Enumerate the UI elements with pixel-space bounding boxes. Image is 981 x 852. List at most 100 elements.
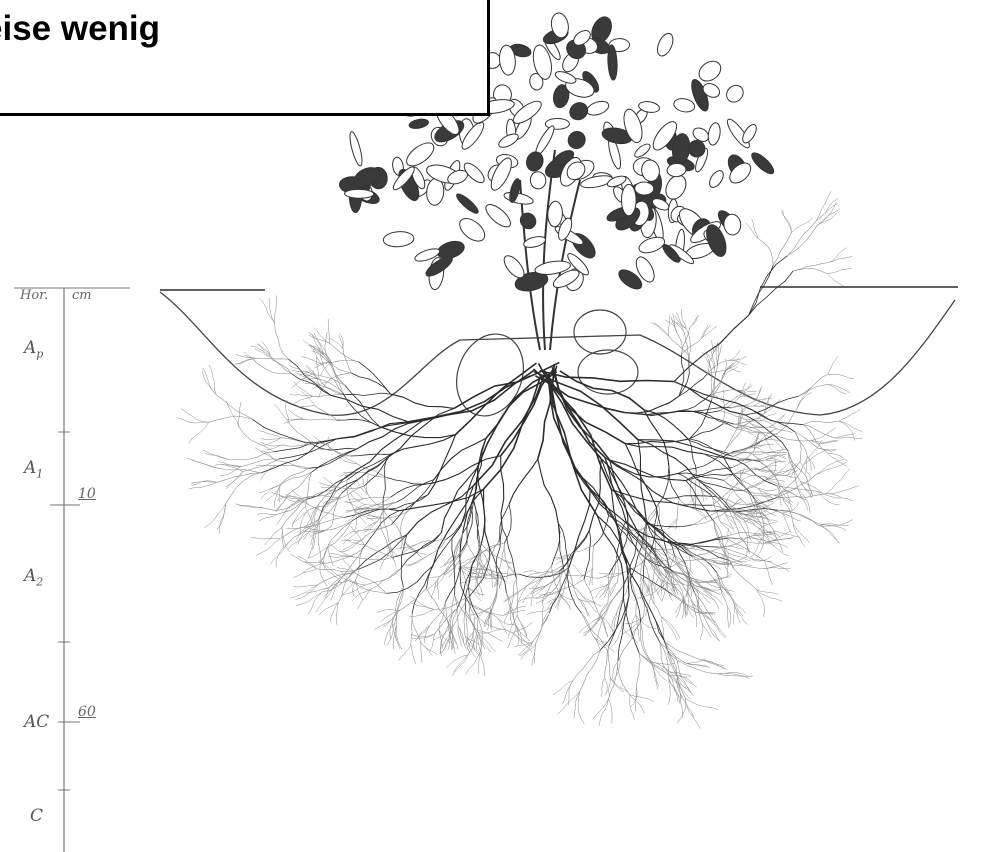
leaf bbox=[456, 214, 489, 245]
root-branch bbox=[511, 579, 517, 607]
root-branch bbox=[758, 488, 778, 490]
leaf bbox=[482, 201, 514, 231]
root-branch bbox=[238, 402, 241, 427]
root-branch bbox=[369, 497, 391, 507]
root-branch bbox=[354, 510, 356, 530]
root-branch bbox=[686, 658, 705, 663]
leaf bbox=[566, 99, 590, 123]
root-branch bbox=[324, 581, 349, 590]
leaf bbox=[654, 31, 676, 58]
root-branch bbox=[793, 263, 829, 271]
root-branch bbox=[479, 653, 480, 674]
root-branch bbox=[760, 413, 776, 421]
root-branch bbox=[598, 613, 608, 637]
root-branch bbox=[610, 582, 617, 595]
root-branch bbox=[424, 626, 429, 643]
root-branch bbox=[828, 384, 850, 393]
root-branch bbox=[601, 678, 604, 697]
root-branch bbox=[502, 528, 516, 579]
root-branch bbox=[330, 344, 358, 362]
root-branch bbox=[746, 223, 758, 238]
root-branch bbox=[289, 359, 332, 395]
root-branch bbox=[578, 691, 584, 724]
root-branch bbox=[351, 373, 391, 394]
root-branch bbox=[411, 596, 434, 609]
root-branch bbox=[318, 519, 321, 560]
root-branch bbox=[604, 585, 624, 617]
root-branch bbox=[610, 678, 627, 692]
root-branch bbox=[689, 424, 723, 439]
callout-box: eise wenig bbox=[0, 0, 490, 116]
root-branch bbox=[677, 313, 684, 331]
root-branch bbox=[226, 401, 238, 427]
root-branch bbox=[294, 396, 313, 404]
root-branch bbox=[239, 426, 275, 451]
root-branch bbox=[370, 568, 401, 589]
horizon-label-a2: A2 bbox=[24, 566, 43, 588]
root-branch bbox=[704, 590, 724, 605]
root-branch bbox=[766, 568, 791, 569]
root-branch bbox=[460, 577, 482, 583]
root-branch bbox=[396, 545, 417, 550]
root-branch bbox=[330, 554, 353, 557]
root-branch bbox=[723, 402, 725, 423]
leaf bbox=[695, 57, 724, 85]
root-branch bbox=[191, 482, 217, 484]
root-branch bbox=[304, 419, 337, 420]
root-branch bbox=[203, 450, 230, 460]
root-branch bbox=[702, 325, 709, 339]
root-branch bbox=[692, 411, 735, 427]
root-branch bbox=[781, 211, 791, 233]
root-branch bbox=[468, 617, 478, 655]
root-branch bbox=[259, 431, 281, 438]
leaf bbox=[454, 191, 480, 215]
root-branch bbox=[509, 459, 538, 504]
root-branch bbox=[411, 634, 435, 637]
root-branch bbox=[795, 432, 801, 461]
root-branch bbox=[609, 532, 628, 575]
tuber bbox=[574, 310, 626, 354]
root-branch bbox=[344, 531, 360, 538]
root-branch bbox=[209, 416, 253, 422]
root-branch bbox=[828, 357, 838, 375]
root-branch bbox=[717, 572, 734, 603]
root-branch bbox=[793, 268, 827, 274]
root-branch bbox=[817, 213, 837, 226]
root-branch bbox=[669, 466, 680, 499]
root-branch bbox=[356, 421, 423, 471]
leaf bbox=[633, 142, 653, 160]
root-branch bbox=[669, 653, 718, 673]
root-branch bbox=[325, 565, 349, 581]
root-branch bbox=[328, 319, 330, 344]
root-branch bbox=[795, 432, 819, 448]
root-branch bbox=[257, 514, 277, 515]
root-branch bbox=[351, 454, 391, 456]
root-branch bbox=[749, 271, 794, 316]
root-branch bbox=[331, 579, 341, 601]
horizon-label-c: C bbox=[30, 806, 43, 828]
root-branch bbox=[357, 478, 368, 494]
root-branch bbox=[516, 579, 518, 615]
root-branch bbox=[705, 577, 730, 582]
root-branch bbox=[357, 464, 387, 478]
root-branch bbox=[702, 623, 712, 638]
root-branch bbox=[523, 571, 540, 573]
root-branch bbox=[829, 257, 853, 263]
root-branch bbox=[393, 533, 442, 558]
root-branch bbox=[281, 438, 313, 445]
root-branch bbox=[598, 613, 608, 636]
horizon-label-ac: AC bbox=[24, 712, 49, 734]
root-branch bbox=[303, 563, 326, 573]
root-branch bbox=[328, 521, 352, 546]
root-branch bbox=[797, 392, 812, 410]
root-branch bbox=[255, 349, 269, 357]
root-branch bbox=[259, 344, 271, 357]
root-branch bbox=[236, 504, 266, 509]
root-branch bbox=[700, 660, 724, 670]
root-branch bbox=[383, 610, 400, 627]
root-branch bbox=[818, 525, 839, 543]
root-branch bbox=[773, 475, 797, 479]
root-branch bbox=[828, 454, 846, 467]
root-branch bbox=[652, 662, 659, 685]
tuber bbox=[578, 350, 638, 394]
